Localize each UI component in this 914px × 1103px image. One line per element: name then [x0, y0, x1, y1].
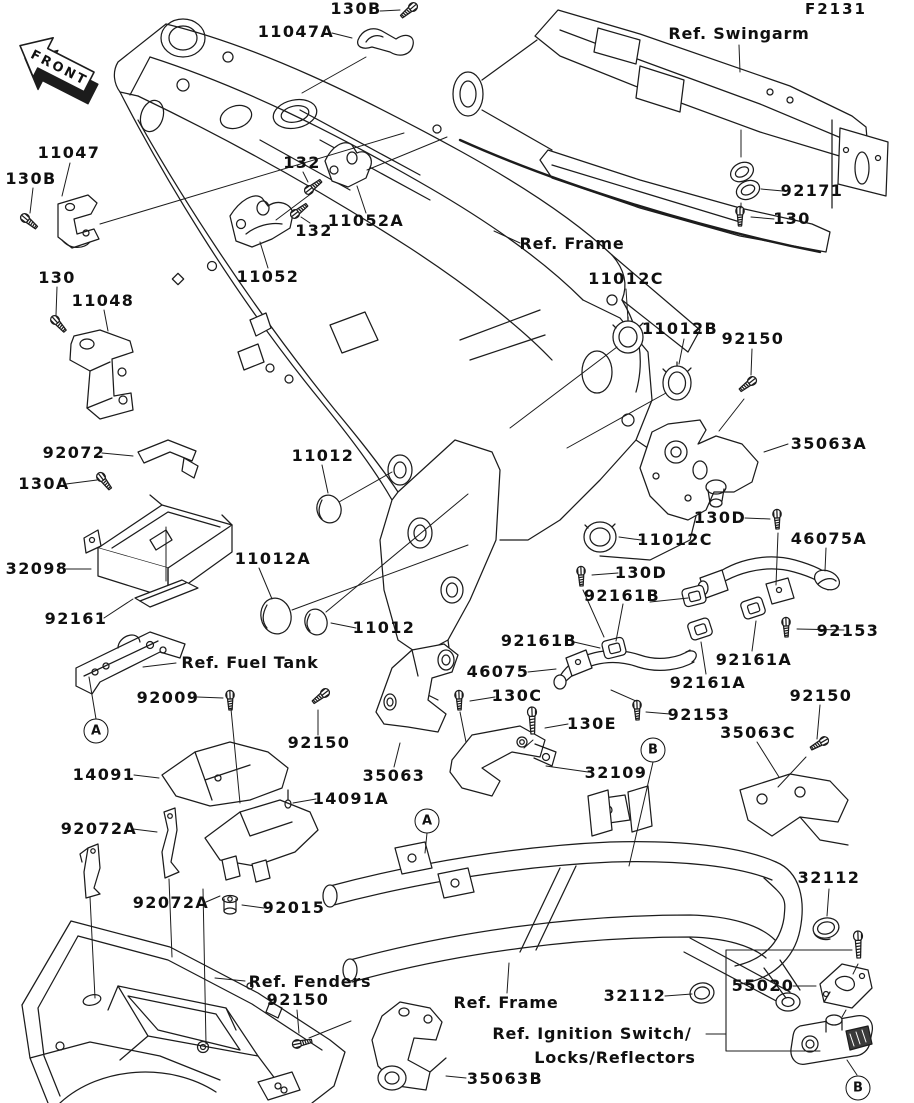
- part-35063C-bracket: [739, 773, 849, 846]
- part-92161-pad: [134, 579, 199, 608]
- part-32109-plate: [449, 725, 557, 797]
- swingarm-drawing: [452, 9, 889, 254]
- part-92072A-stay-2: [79, 843, 101, 899]
- ignition-parts-box: [725, 949, 853, 1052]
- front-direction-arrow: FRONT: [19, 37, 99, 105]
- part-32112-plug-right: [812, 917, 840, 941]
- part-11012-plug-bottom: [304, 608, 328, 636]
- part-11052A-bracket: [324, 142, 372, 188]
- part-11048-bracket: [69, 329, 134, 420]
- part-32098-box: [83, 494, 233, 599]
- part-11052-bracket: [229, 195, 294, 248]
- leader-lines: [29, 9, 859, 1079]
- part-35063-bracket: [375, 643, 459, 733]
- fender-drawing: [21, 920, 346, 1103]
- part-11012B-grommet: [662, 361, 692, 401]
- part-fuel-tank-bracket: [75, 631, 186, 695]
- part-11012-plug-center: [316, 494, 342, 524]
- part-11047A-clamp: [357, 28, 414, 56]
- part-11012A-plug: [260, 597, 292, 635]
- part-55020-plate: [819, 963, 873, 1009]
- part-92161B-damper-2: [601, 636, 627, 660]
- part-14091-guard: [161, 741, 289, 807]
- part-92161A-damper-1: [740, 596, 766, 620]
- part-92072A-stay-1: [161, 807, 180, 879]
- part-11012C-grommet-top: [612, 316, 644, 354]
- part-11012C-grommet-bottom: [583, 521, 617, 553]
- part-92171-clip: [729, 161, 761, 201]
- part-35063B-bracket: [371, 1001, 447, 1091]
- part-92161B-damper-1: [681, 584, 707, 608]
- rear-frame-drawing: [322, 785, 803, 1012]
- part-92015-grommet: [221, 894, 239, 915]
- part-14091A-guard: [204, 789, 319, 883]
- part-35063A-assembly: [639, 419, 759, 521]
- part-ignition-lock: [790, 1014, 874, 1065]
- part-92161A-damper-2: [687, 617, 713, 641]
- main-frame-drawing: [113, 18, 701, 701]
- part-46075-bar: [553, 649, 697, 690]
- part-92072-strip: [137, 439, 199, 479]
- part-46075A-bar: [697, 556, 841, 605]
- part-32112-plug-bottom: [689, 982, 715, 1004]
- part-11047-bracket: [57, 194, 100, 249]
